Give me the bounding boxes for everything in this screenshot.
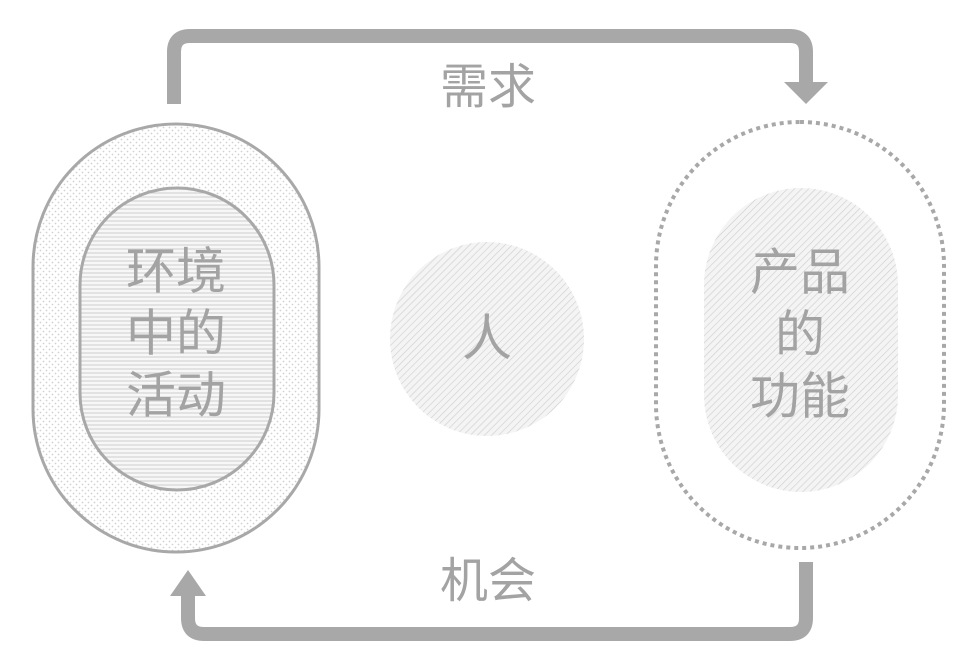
right-node-line-1: 产品 — [750, 244, 850, 302]
center-circle — [390, 242, 584, 436]
top-arrow — [167, 29, 828, 104]
left-node-line-1: 环境 — [126, 243, 226, 301]
right-inner-oval — [704, 188, 898, 492]
bottom-arrow-line — [181, 562, 813, 641]
top-arrow-label: 需求 — [440, 59, 536, 115]
right-node-line-2: 的 — [775, 306, 825, 364]
top-arrowhead — [784, 82, 828, 104]
bottom-arrow-label: 机会 — [440, 553, 536, 609]
bottom-arrow — [170, 562, 813, 641]
top-arrow-line — [167, 29, 813, 104]
left-inner-oval — [78, 186, 276, 492]
center-node-label: 人 — [462, 310, 512, 368]
left-node-line-3: 活动 — [126, 367, 226, 425]
left-node: 环境 中的 活动 — [31, 122, 321, 554]
left-node-line-2: 中的 — [126, 305, 226, 363]
bottom-arrowhead — [170, 570, 206, 596]
right-node: 产品 的 功能 — [654, 120, 946, 550]
right-node-line-3: 功能 — [750, 368, 850, 426]
center-node: 人 — [390, 242, 584, 436]
